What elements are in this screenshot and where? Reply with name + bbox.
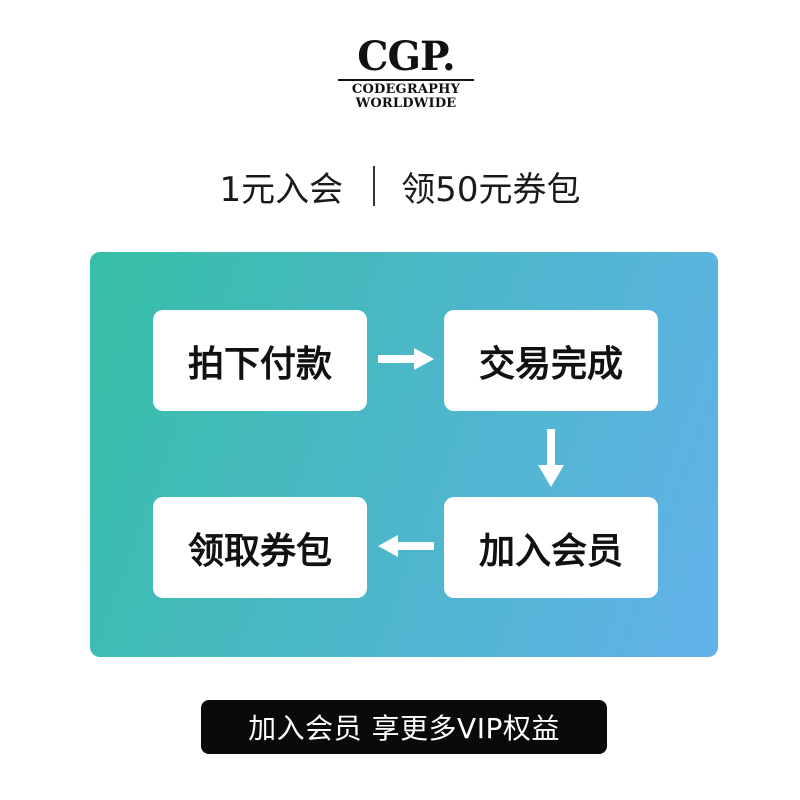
logo-divider [338,79,474,81]
step-join: 加入会员 [444,497,658,598]
promo-headline: 1元入会 领50元券包 [0,164,800,210]
arrow-down-icon [538,429,564,487]
step-complete: 交易完成 [444,310,658,411]
arrow-right-icon [378,348,434,370]
join-vip-button[interactable]: 加入会员 享更多VIP权益 [201,700,607,754]
step-claim: 领取券包 [153,497,367,598]
join-vip-label: 加入会员 享更多VIP权益 [248,712,560,745]
headline-divider [373,166,376,206]
logo-line-1: CODEGRAPHY [351,82,461,97]
logo-line-2: WORLDWIDE [355,96,457,111]
step-complete-label: 交易完成 [478,343,623,385]
brand-logo: CGP. CODEGRAPHY WORLDWIDE [336,36,476,120]
arrow-left-icon [378,535,434,557]
step-pay: 拍下付款 [153,310,367,411]
logo-mark: CGP. [357,33,455,80]
headline-join-offer: 1元入会 [219,169,344,210]
step-claim-label: 领取券包 [187,530,332,572]
membership-process-panel: 拍下付款 交易完成 加入会员 领取券包 [90,252,718,657]
headline-coupon-offer: 领50元券包 [401,169,581,210]
step-pay-label: 拍下付款 [187,343,332,385]
step-join-label: 加入会员 [478,530,623,572]
